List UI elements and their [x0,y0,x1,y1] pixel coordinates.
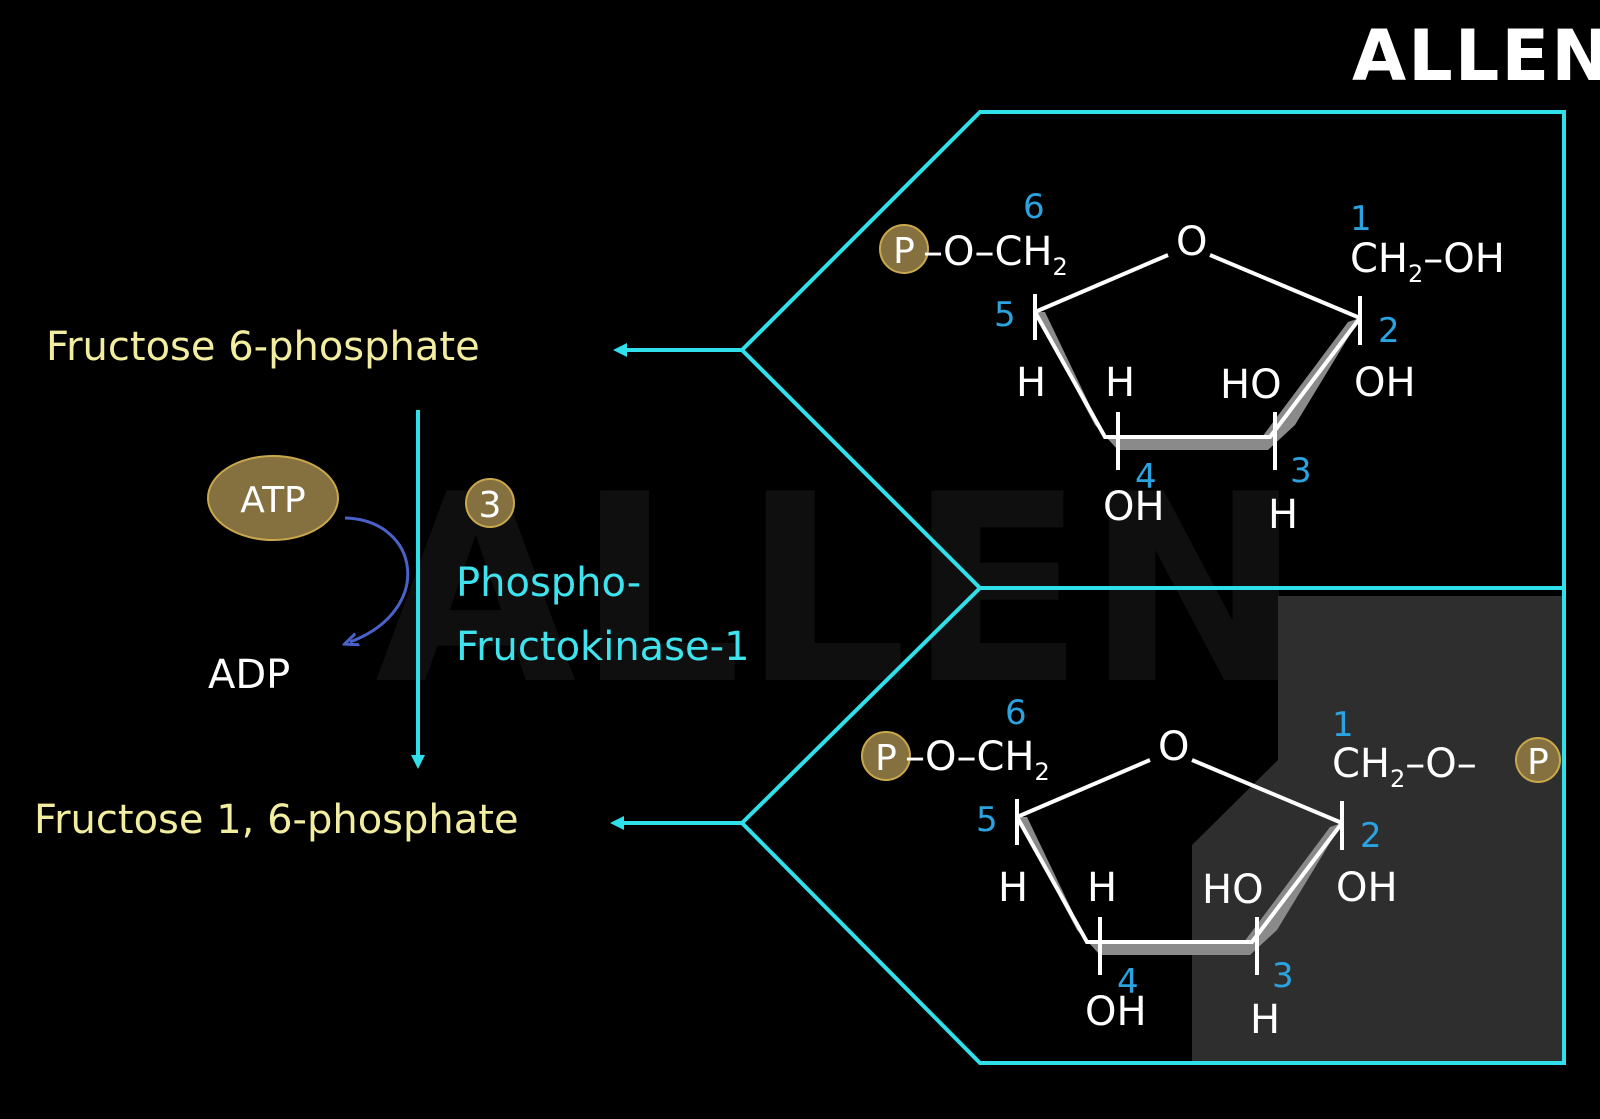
carbon-number-5: 5 [976,800,998,840]
carbon-number-1: 1 [1350,199,1372,239]
c4-hydroxyl: OH [1103,484,1165,530]
atp-badge [207,455,339,541]
c5-hydrogen: H [1016,360,1046,406]
fructose-1-6-phosphate-structure: P –O–CH2 O CH2–O– P OH H H HO OH H 6 1 5… [861,693,1561,1043]
carbon-number-2: 2 [1360,816,1382,856]
carbon-number-6: 6 [1023,187,1045,227]
allen-logo: ALLEN [1352,15,1600,97]
phosphate-badge [879,224,929,274]
enzyme-name-line2: Fructokinase-1 [456,624,750,670]
c6-group: –O–CH2 [923,229,1068,281]
c4-hydrogen: H [1087,865,1117,911]
carbon-number-5: 5 [994,295,1016,335]
c3-hydrogen: H [1268,492,1298,538]
c2-hydroxyl: OH [1336,865,1398,911]
atp-adp-arrow [345,516,410,642]
substrate-label: Fructose 6-phosphate [46,324,480,370]
ring-bonds [1015,758,1344,944]
c3-hydroxyl: HO [1202,867,1264,913]
carbon-number-4: 4 [1117,962,1139,1002]
carbon-number-2: 2 [1378,311,1400,351]
ring-bonds [1033,253,1362,439]
carbon-number-1: 1 [1332,705,1354,745]
c4-hydroxyl: OH [1085,989,1147,1035]
carbon-number-6: 6 [1005,693,1027,733]
enzyme-name-line1: Phospho- [456,560,641,606]
substituent-bonds [1015,799,1344,975]
c1-group: CH2–OH [1350,236,1505,288]
product-label: Fructose 1, 6-phosphate [34,797,519,843]
fructose-6-phosphate-structure: P –O–CH2 O CH2–OH OH H H HO OH H 6 1 5 2… [879,187,1505,538]
phosphate-label: P [875,738,897,779]
c1-group: CH2–O– [1332,741,1477,793]
watermark: ALLEN [375,440,1303,742]
top-structure-frame [739,110,1566,590]
ring-oxygen: O [1176,219,1207,265]
c6-group: –O–CH2 [905,734,1050,786]
c3-hydrogen: H [1250,997,1280,1043]
carbon-number-3: 3 [1290,451,1312,491]
c4-hydrogen: H [1105,360,1135,406]
c1-phosphate-badge [1515,737,1561,783]
c1-phosphate-label: P [1527,742,1549,783]
phosphate-label: P [893,231,915,272]
ring-oxygen: O [1158,724,1189,770]
phosphate-badge [861,731,911,781]
c5-hydrogen: H [998,865,1028,911]
substituent-bonds [1033,294,1362,470]
c2-hydroxyl: OH [1354,360,1416,406]
carbon-number-3: 3 [1272,956,1294,996]
atp-label: ATP [240,480,306,521]
adp-label: ADP [208,652,290,698]
step-number-badge [465,478,515,528]
carbon-number-4: 4 [1135,457,1157,497]
ring-shade [1017,817,1342,955]
c3-hydroxyl: HO [1220,362,1282,408]
bottom-structure-frame [739,586,1566,1065]
highlight-panel [1192,596,1565,1063]
step-number: 3 [479,485,502,526]
ring-shade [1035,312,1360,450]
